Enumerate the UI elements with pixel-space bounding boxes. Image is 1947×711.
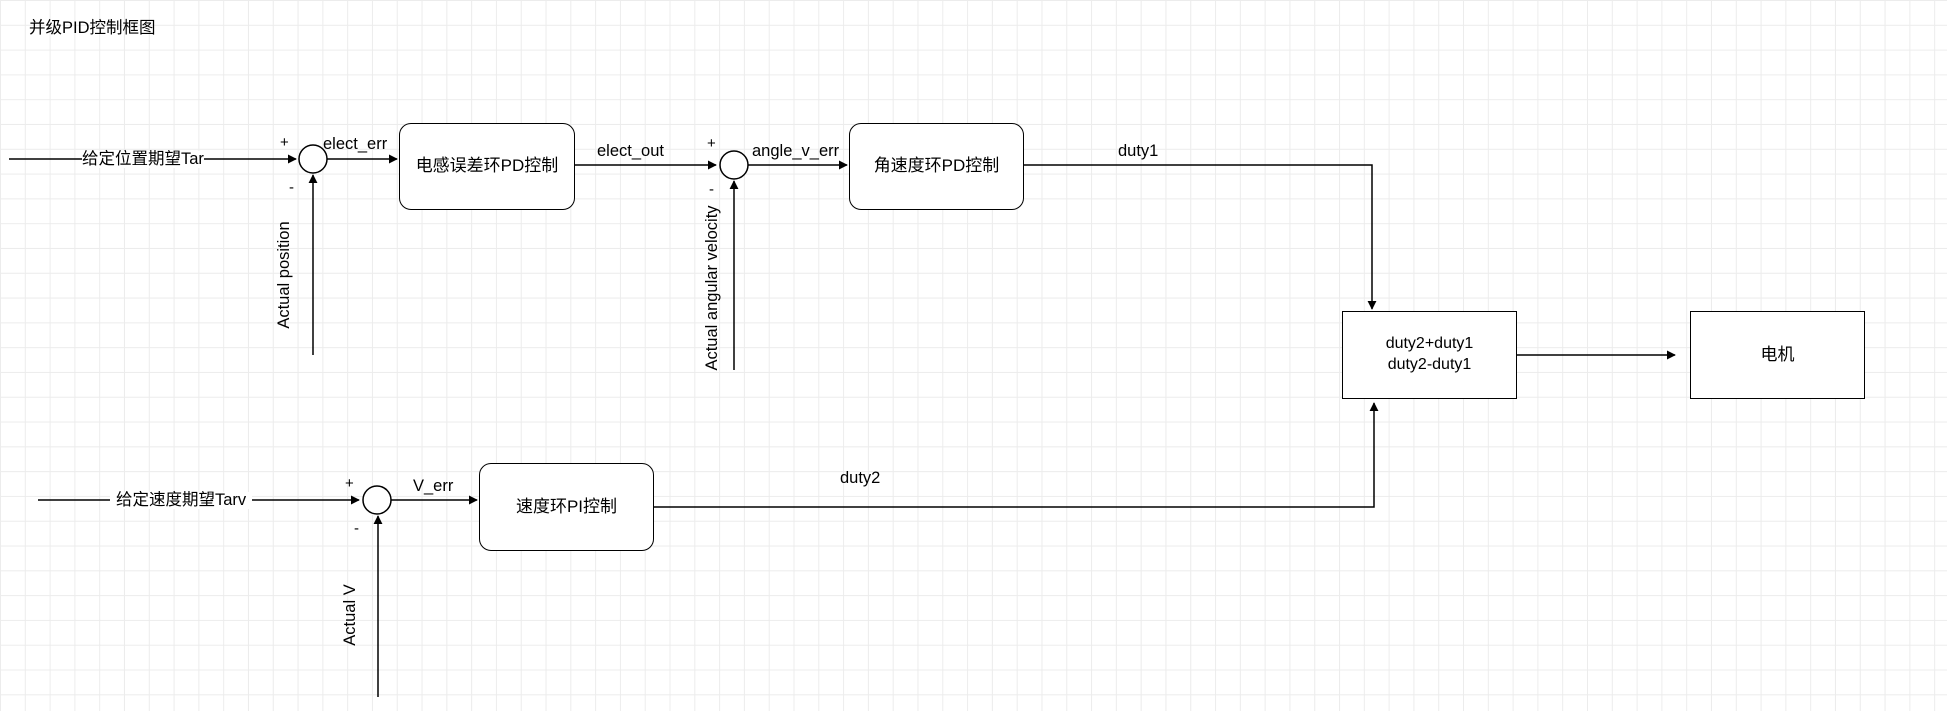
- duty-mixer-block[interactable]: duty2+duty1 duty2-duty1: [1342, 311, 1517, 399]
- speed-pi-block-label: 速度环PI控制: [515, 496, 618, 516]
- elect-err-label: elect_err: [323, 135, 388, 153]
- angle-pd-block[interactable]: 角速度环PD控制: [849, 123, 1024, 210]
- elect-pd-block[interactable]: 电感误差环PD控制: [399, 123, 575, 210]
- mixer-sum-label: duty2+duty1: [1385, 335, 1474, 353]
- duty2-label: duty2: [840, 469, 881, 487]
- minus-sign: -: [709, 181, 714, 198]
- duty2-line: [654, 402, 1379, 508]
- actual-v-label: Actual V: [340, 584, 359, 646]
- minus-sign: -: [354, 520, 359, 537]
- duty1-label: duty1: [1118, 142, 1159, 160]
- angle-v-err-label: angle_v_err: [752, 142, 840, 160]
- elect-pd-block-label: 电感误差环PD控制: [415, 156, 559, 176]
- plus-sign: +: [345, 475, 354, 492]
- plus-sign: +: [280, 134, 289, 151]
- v-err-label: V_err: [413, 477, 454, 495]
- mixer-diff-label: duty2-duty1: [1387, 356, 1472, 373]
- actual-position-label: Actual position: [274, 221, 293, 329]
- position-reference-label: 给定位置期望Tar: [82, 150, 204, 168]
- actual-angular-velocity-label: Actual angular velocity: [702, 205, 721, 371]
- elect-out-label: elect_out: [597, 142, 664, 160]
- plus-sign: +: [707, 135, 716, 152]
- motor-block[interactable]: 电机: [1690, 311, 1865, 399]
- minus-sign: -: [289, 179, 294, 196]
- motor-block-label: 电机: [1760, 344, 1795, 364]
- sum-junction-angular: [719, 150, 749, 180]
- sum-junction-speed: [362, 485, 392, 515]
- diagram-title: 并级PID控制框图: [29, 19, 156, 37]
- speed-pi-block[interactable]: 速度环PI控制: [479, 463, 654, 551]
- angle-pd-block-label: 角速度环PD控制: [873, 156, 1000, 176]
- duty1-line: [1024, 164, 1377, 310]
- speed-reference-label: 给定速度期望Tarv: [110, 492, 253, 509]
